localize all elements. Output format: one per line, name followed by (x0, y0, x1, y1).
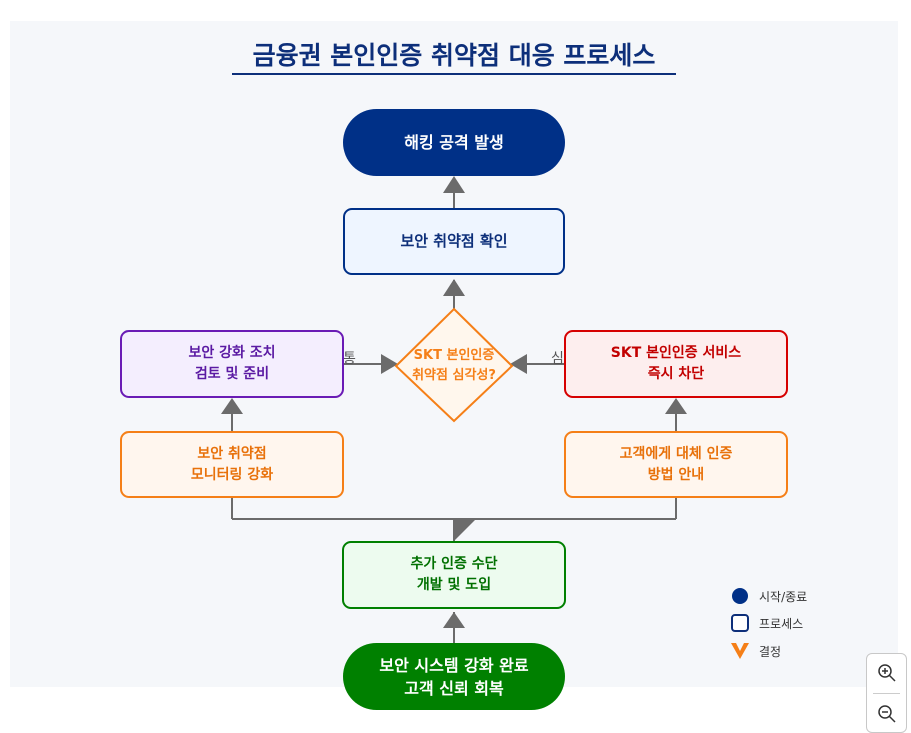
legend-label-decision: 결정 (759, 644, 782, 659)
node-right-guide: 고객에게 대체 인증 방법 안내 (564, 431, 788, 498)
node-left-review-line-2: 검토 및 준비 (194, 366, 270, 382)
zoom-in-button[interactable] (867, 654, 906, 692)
node-decision: SKT 본인인증 취약점 심각성? (398, 340, 510, 392)
node-left-review-line-1: 보안 강화 조치 (188, 345, 276, 361)
filled-circle-icon (732, 588, 748, 604)
zoom-controls (866, 653, 907, 733)
arrowhead-review-decision (381, 354, 398, 374)
node-decision-line-2: 취약점 심각성? (412, 368, 496, 383)
node-right-block: SKT 본인인증 서비스 즉시 차단 (564, 330, 788, 398)
node-right-block-line-2: 즉시 차단 (647, 366, 705, 382)
merge-wedge (454, 519, 476, 541)
node-end-line-2: 고객 신뢰 회복 (404, 678, 504, 698)
arrowhead-add-auth (443, 612, 465, 628)
arrowhead-confirm-start (443, 176, 465, 193)
page-title: 금융권 본인인증 취약점 대응 프로세스 (252, 41, 656, 70)
node-end-line-1: 보안 시스템 강화 완료 (379, 655, 529, 675)
edge-label-left: 통 (343, 351, 356, 367)
zoom-out-button[interactable] (867, 695, 906, 733)
legend-label-terminal: 시작/종료 (759, 589, 808, 604)
arrowhead-block-decision (510, 354, 527, 374)
node-add-auth-line-1: 추가 인증 수단 (410, 556, 498, 572)
decision-diamond (394, 307, 514, 423)
arrowhead-guide-block (665, 398, 687, 414)
legend-label-process: 프로세스 (759, 616, 804, 631)
chevron-down-icon (731, 643, 749, 659)
node-left-monitor-line-1: 보안 취약점 (197, 445, 267, 462)
node-start: 해킹 공격 발생 (343, 109, 565, 176)
node-add-auth: 추가 인증 수단 개발 및 도입 (342, 541, 566, 609)
rounded-square-icon (731, 614, 749, 632)
node-decision-line-1: SKT 본인인증 (413, 348, 495, 363)
node-left-monitor: 보안 취약점 모니터링 강화 (120, 431, 344, 498)
legend-item-decision: 결정 (730, 640, 781, 662)
node-right-guide-line-1: 고객에게 대체 인증 (619, 445, 733, 462)
node-confirm-line-1: 보안 취약점 확인 (400, 232, 508, 250)
legend-item-terminal: 시작/종료 (730, 586, 807, 606)
node-confirm: 보안 취약점 확인 (343, 208, 565, 275)
arrowhead-decision-confirm (443, 279, 465, 296)
node-left-monitor-line-2: 모니터링 강화 (190, 466, 274, 483)
legend-item-process: 프로세스 (730, 613, 803, 633)
edge-label-right: 심 (551, 351, 564, 367)
zoom-separator (873, 693, 900, 694)
node-end: 보안 시스템 강화 완료 고객 신뢰 회복 (343, 643, 565, 710)
node-left-review: 보안 강화 조치 검토 및 준비 (120, 330, 344, 398)
arrowhead-monitor-review (221, 398, 243, 414)
node-add-auth-line-2: 개발 및 도입 (416, 577, 492, 593)
node-right-guide-line-2: 방법 안내 (647, 466, 705, 483)
node-right-block-line-1: SKT 본인인증 서비스 (610, 345, 742, 361)
node-start-line-1: 해킹 공격 발생 (404, 133, 504, 152)
title-underline (232, 73, 676, 75)
zoom-out-icon (877, 705, 896, 723)
zoom-in-icon (877, 664, 896, 682)
